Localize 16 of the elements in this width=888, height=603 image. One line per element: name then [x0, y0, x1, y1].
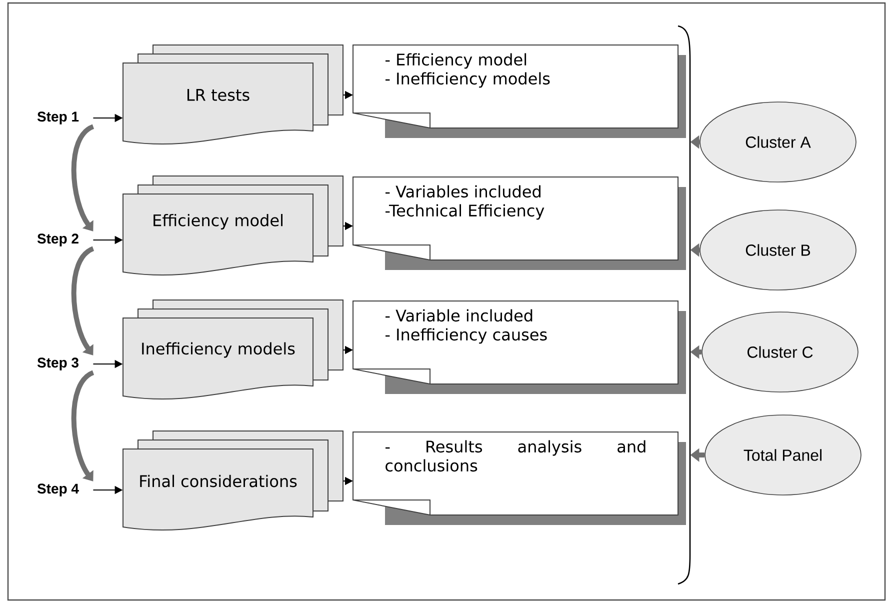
step-label: Step 1	[37, 112, 79, 124]
document-box: - Variables included -Technical Efficiency	[352, 176, 686, 270]
document-stack: Inefficiency models	[122, 300, 344, 400]
step-label: Step 2	[37, 234, 78, 246]
document-box: - Results analysis and conclusions	[352, 432, 686, 525]
curved-arrow	[71, 124, 94, 232]
curved-arrow	[71, 370, 94, 482]
document-box: - Variable included - Inefficiency causes	[352, 300, 686, 394]
document-box: - Efficiency model - Inefficiency models	[352, 44, 686, 138]
step-label: Step 4	[37, 484, 79, 496]
document-stack: Final considerations	[122, 430, 344, 531]
document-stack: Efficiency model	[122, 176, 344, 276]
step-label: Step 3	[37, 358, 78, 370]
curved-arrow	[71, 246, 94, 356]
bracket	[678, 25, 691, 585]
document-stack: LR tests	[122, 44, 344, 145]
